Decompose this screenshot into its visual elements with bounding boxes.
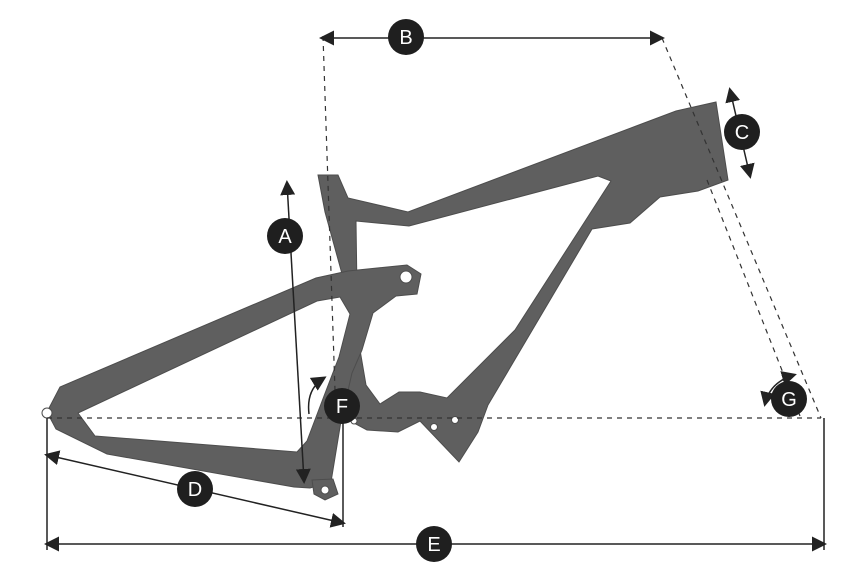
badge-a: A	[267, 218, 303, 254]
linkage-hole-2	[430, 423, 438, 431]
head-tube-reference-front	[661, 37, 822, 419]
badge-e-label: E	[427, 534, 440, 556]
badge-f-label: F	[336, 396, 348, 418]
badge-d: D	[177, 471, 213, 507]
angle-g-arc	[760, 371, 797, 407]
badge-b: B	[388, 19, 424, 55]
badge-d-label: D	[188, 479, 202, 501]
badge-e: E	[416, 526, 452, 562]
badge-a-label: A	[278, 226, 292, 248]
head-tube-reference-rear	[706, 179, 801, 417]
linkage-hole-3	[451, 416, 459, 424]
badge-f: F	[324, 388, 360, 424]
badge-g: G	[771, 381, 807, 417]
rear-axle-dropout	[41, 407, 53, 419]
badge-c-label: C	[735, 122, 749, 144]
badge-b-label: B	[399, 27, 412, 49]
badge-c: C	[724, 114, 760, 150]
seat-tube-reference	[322, 35, 337, 421]
linkage-hole-1	[399, 270, 413, 284]
badge-g-label: G	[781, 389, 797, 411]
lower-tab-hole	[320, 485, 330, 495]
angle-f-arc	[307, 376, 327, 415]
